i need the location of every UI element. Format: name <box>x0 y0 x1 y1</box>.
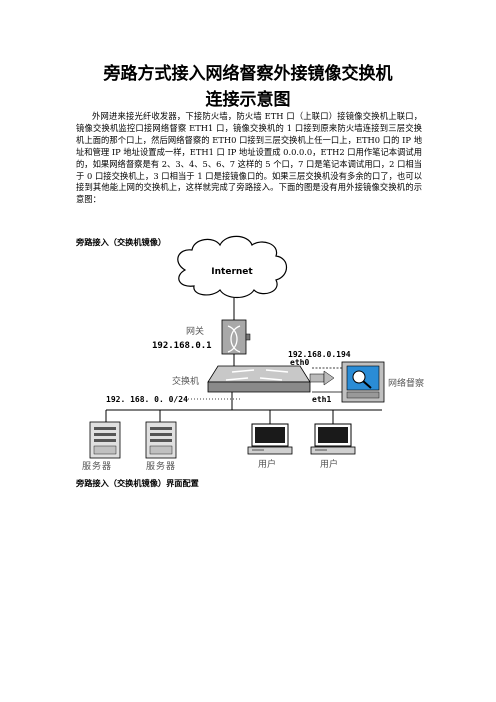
internet-label: Internet <box>211 267 253 277</box>
gateway-label: 网关 <box>186 325 204 337</box>
network-inspector-icon <box>341 361 385 403</box>
router-icon <box>221 319 251 355</box>
user-pc-icon-1 <box>247 423 293 455</box>
internet-cloud-icon <box>177 235 288 299</box>
eth1-label: eth1 <box>312 395 331 404</box>
user-pc-icon-2 <box>310 423 356 455</box>
switch-icon <box>207 365 311 393</box>
gateway-ip: 192.168.0.1 <box>152 341 212 351</box>
server-icon-2 <box>145 421 177 459</box>
server-label-2: 服务器 <box>146 460 176 472</box>
user-label-2: 用户 <box>320 458 338 470</box>
inspector-label: 网络督察 <box>388 377 424 389</box>
eth0-label: eth0 <box>290 358 309 367</box>
user-label-1: 用户 <box>258 458 276 470</box>
server-label-1: 服务器 <box>82 460 112 472</box>
server-icon-1 <box>89 421 121 459</box>
inspector-ip: 192.168.0.194 <box>288 350 351 359</box>
title-line-1: 旁路方式接入网络督察外接镜像交换机 <box>103 64 393 84</box>
description-paragraph: 外网进来接光纤收发器，下接防火墙，防火墙 ETH 口（上联口）接镜像交换机上联口… <box>76 111 422 205</box>
diagram-caption: 旁路接入（交换机镜像） <box>76 237 167 247</box>
title-line-2: 连接示意图 <box>205 90 291 110</box>
switch-label: 交换机 <box>172 375 199 387</box>
config-caption: 旁路接入（交换机镜像）界面配置 <box>76 478 199 488</box>
subnet-label: 192. 168. 0. 0/24 <box>106 395 188 404</box>
mirror-arrow-icon <box>309 370 335 386</box>
